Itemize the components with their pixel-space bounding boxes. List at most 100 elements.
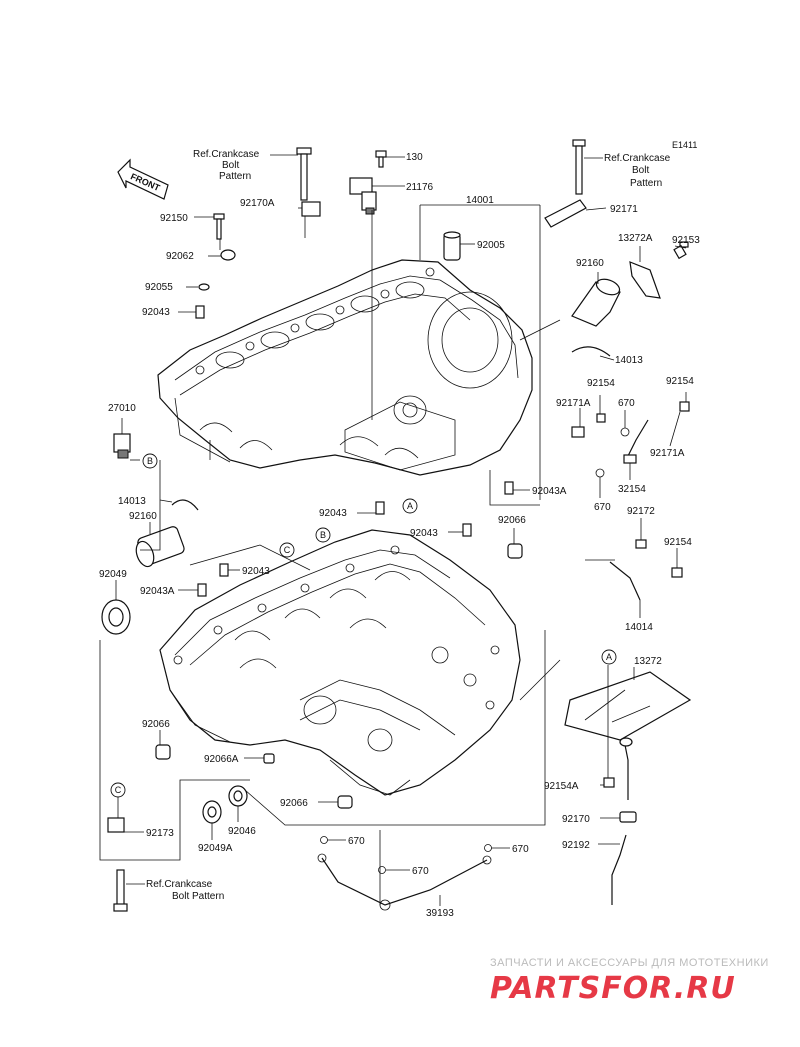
part-13272-baffle-plate xyxy=(564,671,692,741)
label-92066-b: 92066 xyxy=(142,719,170,730)
part-39193-oil-pipe xyxy=(317,853,492,911)
label-13272A: 13272A xyxy=(618,233,653,244)
bolt-top-left xyxy=(296,147,312,201)
label-670-a: 670 xyxy=(618,398,635,409)
label-14014: 14014 xyxy=(625,622,653,633)
label-92066-a: 92066 xyxy=(498,515,526,526)
part-92066-plug-c xyxy=(337,795,353,809)
part-92066A-plug xyxy=(263,753,275,764)
front-arrow-icon: FRONT xyxy=(117,158,169,200)
label-92043-d: 92043 xyxy=(242,566,270,577)
part-27010-switch xyxy=(113,433,131,459)
part-92055-o-ring xyxy=(198,283,210,291)
watermark-tagline: ЗАПЧАСТИ И АКСЕССУАРЫ ДЛЯ МОТОТЕХНИКИ xyxy=(490,957,769,969)
part-92043A-pin-a xyxy=(504,481,514,495)
part-670-o-ring-b xyxy=(595,468,605,478)
label-13272: 13272 xyxy=(634,656,662,667)
svg-text:Ref.Crankcase: Ref.Crankcase xyxy=(193,149,260,160)
label-92043-top: 92043 xyxy=(142,307,170,318)
part-92043A-pin-b xyxy=(197,583,207,597)
part-14013-half-ring-left xyxy=(171,499,199,511)
part-21176-sensor xyxy=(349,177,377,215)
label-92171A-a: 92171A xyxy=(556,398,591,409)
svg-text:A: A xyxy=(407,501,413,511)
part-92066-plug-a xyxy=(507,543,523,559)
ref-crankcase-bolt-pattern-top-left: Ref.Crankcase Bolt Pattern xyxy=(193,149,298,182)
label-92043-b: 92043 xyxy=(319,508,347,519)
callout-A-top: A xyxy=(402,498,418,514)
label-27010: 27010 xyxy=(108,403,136,414)
part-32154-pipe xyxy=(623,419,649,464)
part-92043-pin-b xyxy=(375,501,385,515)
part-13272A-bracket xyxy=(629,261,661,299)
part-92160-plug-top xyxy=(571,278,621,327)
label-14001: 14001 xyxy=(466,195,494,206)
callout-B-mid: B xyxy=(315,527,331,543)
part-670-o-ring-e xyxy=(484,844,492,852)
svg-text:Bolt Pattern: Bolt Pattern xyxy=(172,891,224,902)
part-14013-half-ring-right xyxy=(571,346,611,357)
diagram-code: E1411 xyxy=(672,140,697,150)
label-130: 130 xyxy=(406,152,423,163)
part-92043-pin xyxy=(195,305,205,319)
svg-text:B: B xyxy=(147,456,153,466)
svg-text:A: A xyxy=(606,652,612,662)
svg-text:B: B xyxy=(320,530,326,540)
label-92043A-a: 92043A xyxy=(532,486,567,497)
label-92154A: 92154A xyxy=(544,781,579,792)
label-92066A: 92066A xyxy=(204,754,239,765)
leader-lines xyxy=(99,156,687,906)
label-92043-c: 92043 xyxy=(410,528,438,539)
part-labels: 130 21176 14001 92171 92150 92170A 92062… xyxy=(99,152,700,919)
svg-text:C: C xyxy=(115,785,122,795)
bolt-bottom-left xyxy=(113,869,128,912)
part-670-o-ring-c xyxy=(320,836,328,844)
label-92160-top: 92160 xyxy=(576,258,604,269)
part-92005-fitting xyxy=(443,231,461,261)
label-670-b: 670 xyxy=(594,502,611,513)
label-92046: 92046 xyxy=(228,826,256,837)
svg-text:Pattern: Pattern xyxy=(219,171,251,182)
part-92154-bolt-a xyxy=(596,413,606,423)
svg-text:Ref.Crankcase: Ref.Crankcase xyxy=(604,153,671,164)
ref-crankcase-bolt-pattern-bottom: Ref.Crankcase Bolt Pattern xyxy=(126,879,224,902)
part-92049A-oil-seal xyxy=(202,800,222,824)
part-92171-plate xyxy=(544,199,587,228)
part-oil-strainer-pipe xyxy=(619,737,633,800)
label-92160-left: 92160 xyxy=(129,511,157,522)
callout-A-right: A xyxy=(601,649,617,665)
svg-text:Pattern: Pattern xyxy=(630,178,662,189)
part-670-o-ring-d xyxy=(378,866,386,874)
part-92154-bolt-c xyxy=(671,567,683,578)
part-92049-oil-seal xyxy=(101,599,131,635)
svg-text:Bolt: Bolt xyxy=(632,165,649,176)
label-92154-c: 92154 xyxy=(664,537,692,548)
label-670-e: 670 xyxy=(512,844,529,855)
label-92154-b: 92154 xyxy=(666,376,694,387)
label-92049A: 92049A xyxy=(198,843,233,854)
label-14013-left: 14013 xyxy=(118,496,146,507)
label-92005: 92005 xyxy=(477,240,505,251)
label-92172: 92172 xyxy=(627,506,655,517)
label-92055: 92055 xyxy=(145,282,173,293)
label-92170: 92170 xyxy=(562,814,590,825)
watermark-brand: PARTSFOR.RU xyxy=(490,971,736,1006)
label-14013-right: 14013 xyxy=(615,355,643,366)
label-32154: 32154 xyxy=(618,484,646,495)
label-92171: 92171 xyxy=(610,204,638,215)
callout-C-mid: C xyxy=(279,542,295,558)
part-92150-bolt xyxy=(213,213,225,240)
label-92062: 92062 xyxy=(166,251,194,262)
callout-C-bottom: C xyxy=(110,782,126,798)
part-92154-bolt-b xyxy=(679,401,690,412)
svg-text:Bolt: Bolt xyxy=(222,160,239,171)
part-92172-bolt xyxy=(635,539,647,549)
label-92153: 92153 xyxy=(672,235,700,246)
label-92171A-b: 92171A xyxy=(650,448,685,459)
upper-crankcase xyxy=(157,259,533,476)
part-92160-plug-left xyxy=(135,526,185,568)
label-92066-c: 92066 xyxy=(280,798,308,809)
label-92043A-b: 92043A xyxy=(140,586,175,597)
part-92062-collar xyxy=(220,249,236,261)
